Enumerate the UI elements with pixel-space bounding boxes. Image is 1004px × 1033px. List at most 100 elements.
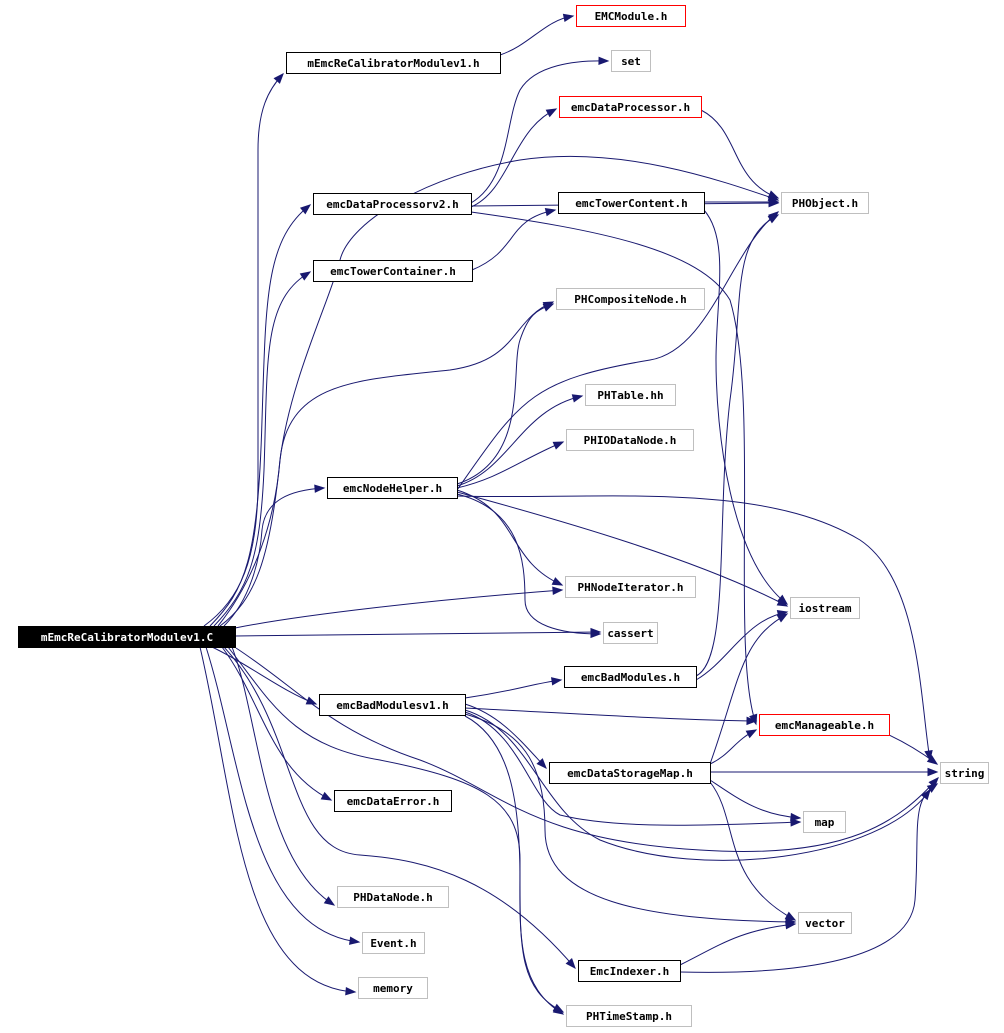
edge-emcNodeHelper_h-to-PHNodeIterator_h bbox=[456, 489, 564, 586]
edge-EmcIndexer_h-to-string bbox=[679, 783, 939, 973]
dependency-nodes: mEmcReCalibratorModulev1.C mEmcReCalibrat… bbox=[18, 5, 989, 1027]
node-mEmcReCalibratorModulev1-h[interactable]: mEmcReCalibratorModulev1.h bbox=[286, 52, 501, 74]
node-map: map bbox=[803, 811, 846, 833]
edge-emcNodeHelper_h-to-cassert bbox=[456, 493, 602, 639]
edge-EmcIndexer_h-to-vector bbox=[679, 920, 797, 966]
edge-emcBadModulesv1_h-to-vector bbox=[464, 713, 797, 927]
edge-emcDataStorageMap_h-to-iostream bbox=[709, 613, 789, 765]
node-PHCompositeNode-h: PHCompositeNode.h bbox=[556, 288, 705, 310]
edge-root-to-PHDataNode_h bbox=[231, 646, 336, 906]
edge-emcBadModulesv1_h-to-map bbox=[464, 711, 802, 827]
edge-emcBadModulesv1_h-to-PHTimeStamp_h bbox=[464, 715, 565, 1013]
node-label: emcBadModules.h bbox=[581, 671, 680, 684]
node-label: map bbox=[815, 816, 835, 829]
node-EMCModule-h[interactable]: EMCModule.h bbox=[576, 5, 686, 27]
edge-root-to-memory bbox=[199, 646, 357, 996]
node-label: vector bbox=[805, 917, 845, 930]
node-emcTowerContainer-h[interactable]: emcTowerContainer.h bbox=[313, 260, 473, 282]
edge-emcDataProcessor_h-to-PHObject_h bbox=[700, 109, 780, 199]
edge-root-to-PHNodeIterator_h bbox=[234, 586, 564, 629]
node-label: memory bbox=[373, 982, 413, 995]
node-emcBadModulesv1-h[interactable]: emcBadModulesv1.h bbox=[319, 694, 466, 716]
edge-emcDataStorageMap_h-to-vector bbox=[709, 781, 797, 921]
edge-mEmcReCalibratorModulev1_h-to-EMCModule_h bbox=[499, 13, 575, 56]
dependency-edges bbox=[199, 13, 939, 1015]
node-PHTable-hh: PHTable.hh bbox=[585, 384, 676, 406]
node-label: EMCModule.h bbox=[595, 10, 668, 23]
edge-root-to-emcTowerContainer_h bbox=[213, 271, 312, 627]
node-label: emcDataProcessor.h bbox=[571, 101, 690, 114]
node-label: PHTimeStamp.h bbox=[586, 1010, 672, 1023]
edge-emcManageable_h-to-string bbox=[888, 734, 939, 765]
edge-emcNodeHelper_h-to-iostream bbox=[456, 491, 789, 607]
node-emcDataProcessorv2-h[interactable]: emcDataProcessorv2.h bbox=[313, 193, 472, 215]
node-emcNodeHelper-h[interactable]: emcNodeHelper.h bbox=[327, 477, 458, 499]
node-string: string bbox=[940, 762, 989, 784]
edge-emcBadModules_h-to-PHObject_h bbox=[695, 214, 780, 677]
edge-emcDataStorageMap_h-to-emcManageable_h bbox=[709, 729, 758, 765]
node-emcBadModules-h[interactable]: emcBadModules.h bbox=[564, 666, 697, 688]
node-emcDataStorageMap-h[interactable]: emcDataStorageMap.h bbox=[549, 762, 711, 784]
node-label: emcManageable.h bbox=[775, 719, 874, 732]
node-Event-h: Event.h bbox=[362, 932, 425, 954]
edge-emcBadModulesv1_h-to-emcDataStorageMap_h bbox=[464, 703, 547, 770]
edge-root-to-emcDataError_h bbox=[221, 646, 333, 801]
node-emcDataError-h[interactable]: emcDataError.h bbox=[334, 790, 452, 812]
node-PHTimeStamp-h: PHTimeStamp.h bbox=[566, 1005, 692, 1027]
node-label: EmcIndexer.h bbox=[590, 965, 669, 978]
edge-root-to-PHCompositeNode_h bbox=[219, 301, 555, 627]
edge-root-to-EmcIndexer_h bbox=[223, 646, 576, 970]
edge-emcBadModulesv1_h-to-emcManageable_h bbox=[464, 707, 758, 726]
edge-emcNodeHelper_h-to-PHCompositeNode_h bbox=[456, 303, 555, 485]
node-label: Event.h bbox=[370, 937, 416, 950]
edge-root-to-PHObject_h bbox=[217, 155, 780, 627]
node-iostream: iostream bbox=[790, 597, 860, 619]
node-label: PHDataNode.h bbox=[353, 891, 432, 904]
node-label: emcTowerContent.h bbox=[575, 197, 688, 210]
edge-root-to-Event_h bbox=[205, 646, 361, 945]
edge-emcNodeHelper_h-to-PHTable_hh bbox=[456, 394, 584, 487]
node-label: emcBadModulesv1.h bbox=[336, 699, 449, 712]
node-label: cassert bbox=[607, 627, 653, 640]
node-label: string bbox=[945, 767, 985, 780]
node-label: set bbox=[621, 55, 641, 68]
edge-emcBadModulesv1_h-to-emcBadModules_h bbox=[464, 677, 563, 699]
node-PHDataNode-h: PHDataNode.h bbox=[337, 886, 449, 908]
node-emcDataProcessor-h[interactable]: emcDataProcessor.h bbox=[559, 96, 702, 118]
node-label: PHIODataNode.h bbox=[584, 434, 677, 447]
node-emcTowerContent-h[interactable]: emcTowerContent.h bbox=[558, 192, 705, 214]
node-label: mEmcReCalibratorModulev1.C bbox=[41, 631, 213, 644]
edge-emcDataProcessorv2_h-to-set bbox=[470, 56, 610, 204]
edge-emcDataProcessorv2_h-to-emcDataProcessor_h bbox=[470, 108, 558, 208]
node-PHObject-h: PHObject.h bbox=[781, 192, 869, 214]
edge-emcNodeHelper_h-to-PHIODataNode_h bbox=[456, 441, 565, 489]
edge-root-to-emcDataProcessorv2_h bbox=[209, 204, 312, 627]
node-label: PHObject.h bbox=[792, 197, 858, 210]
node-label: PHTable.hh bbox=[597, 389, 663, 402]
node-label: emcDataProcessorv2.h bbox=[326, 198, 458, 211]
node-label: emcDataError.h bbox=[347, 795, 440, 808]
node-PHNodeIterator-h: PHNodeIterator.h bbox=[565, 576, 696, 598]
node-cassert: cassert bbox=[603, 622, 658, 644]
node-PHIODataNode-h: PHIODataNode.h bbox=[566, 429, 694, 451]
edge-root-to-emcNodeHelper_h bbox=[223, 484, 326, 627]
edge-emcDataStorageMap_h-to-map bbox=[709, 779, 802, 822]
node-memory: memory bbox=[358, 977, 428, 999]
edge-emcTowerContainer_h-to-emcTowerContent_h bbox=[471, 207, 557, 271]
edge-emcDataStorageMap_h-to-string bbox=[710, 767, 939, 777]
edge-root-to-cassert bbox=[234, 627, 602, 637]
edge-emcTowerContent_h-to-iostream bbox=[703, 209, 789, 605]
node-label: emcNodeHelper.h bbox=[343, 482, 442, 495]
node-label: emcTowerContainer.h bbox=[330, 265, 456, 278]
node-emcManageable-h[interactable]: emcManageable.h bbox=[759, 714, 890, 736]
edge-emcTowerContent_h-to-PHObject_h bbox=[704, 197, 780, 207]
node-vector: vector bbox=[798, 912, 852, 934]
node-set: set bbox=[611, 50, 651, 72]
node-label: PHNodeIterator.h bbox=[578, 581, 684, 594]
node-EmcIndexer-h[interactable]: EmcIndexer.h bbox=[578, 960, 681, 982]
node-label: iostream bbox=[799, 602, 852, 615]
edge-root-to-mEmcReCalibratorModulev1_h bbox=[203, 72, 284, 627]
node-root[interactable]: mEmcReCalibratorModulev1.C bbox=[18, 626, 236, 648]
node-label: emcDataStorageMap.h bbox=[567, 767, 693, 780]
